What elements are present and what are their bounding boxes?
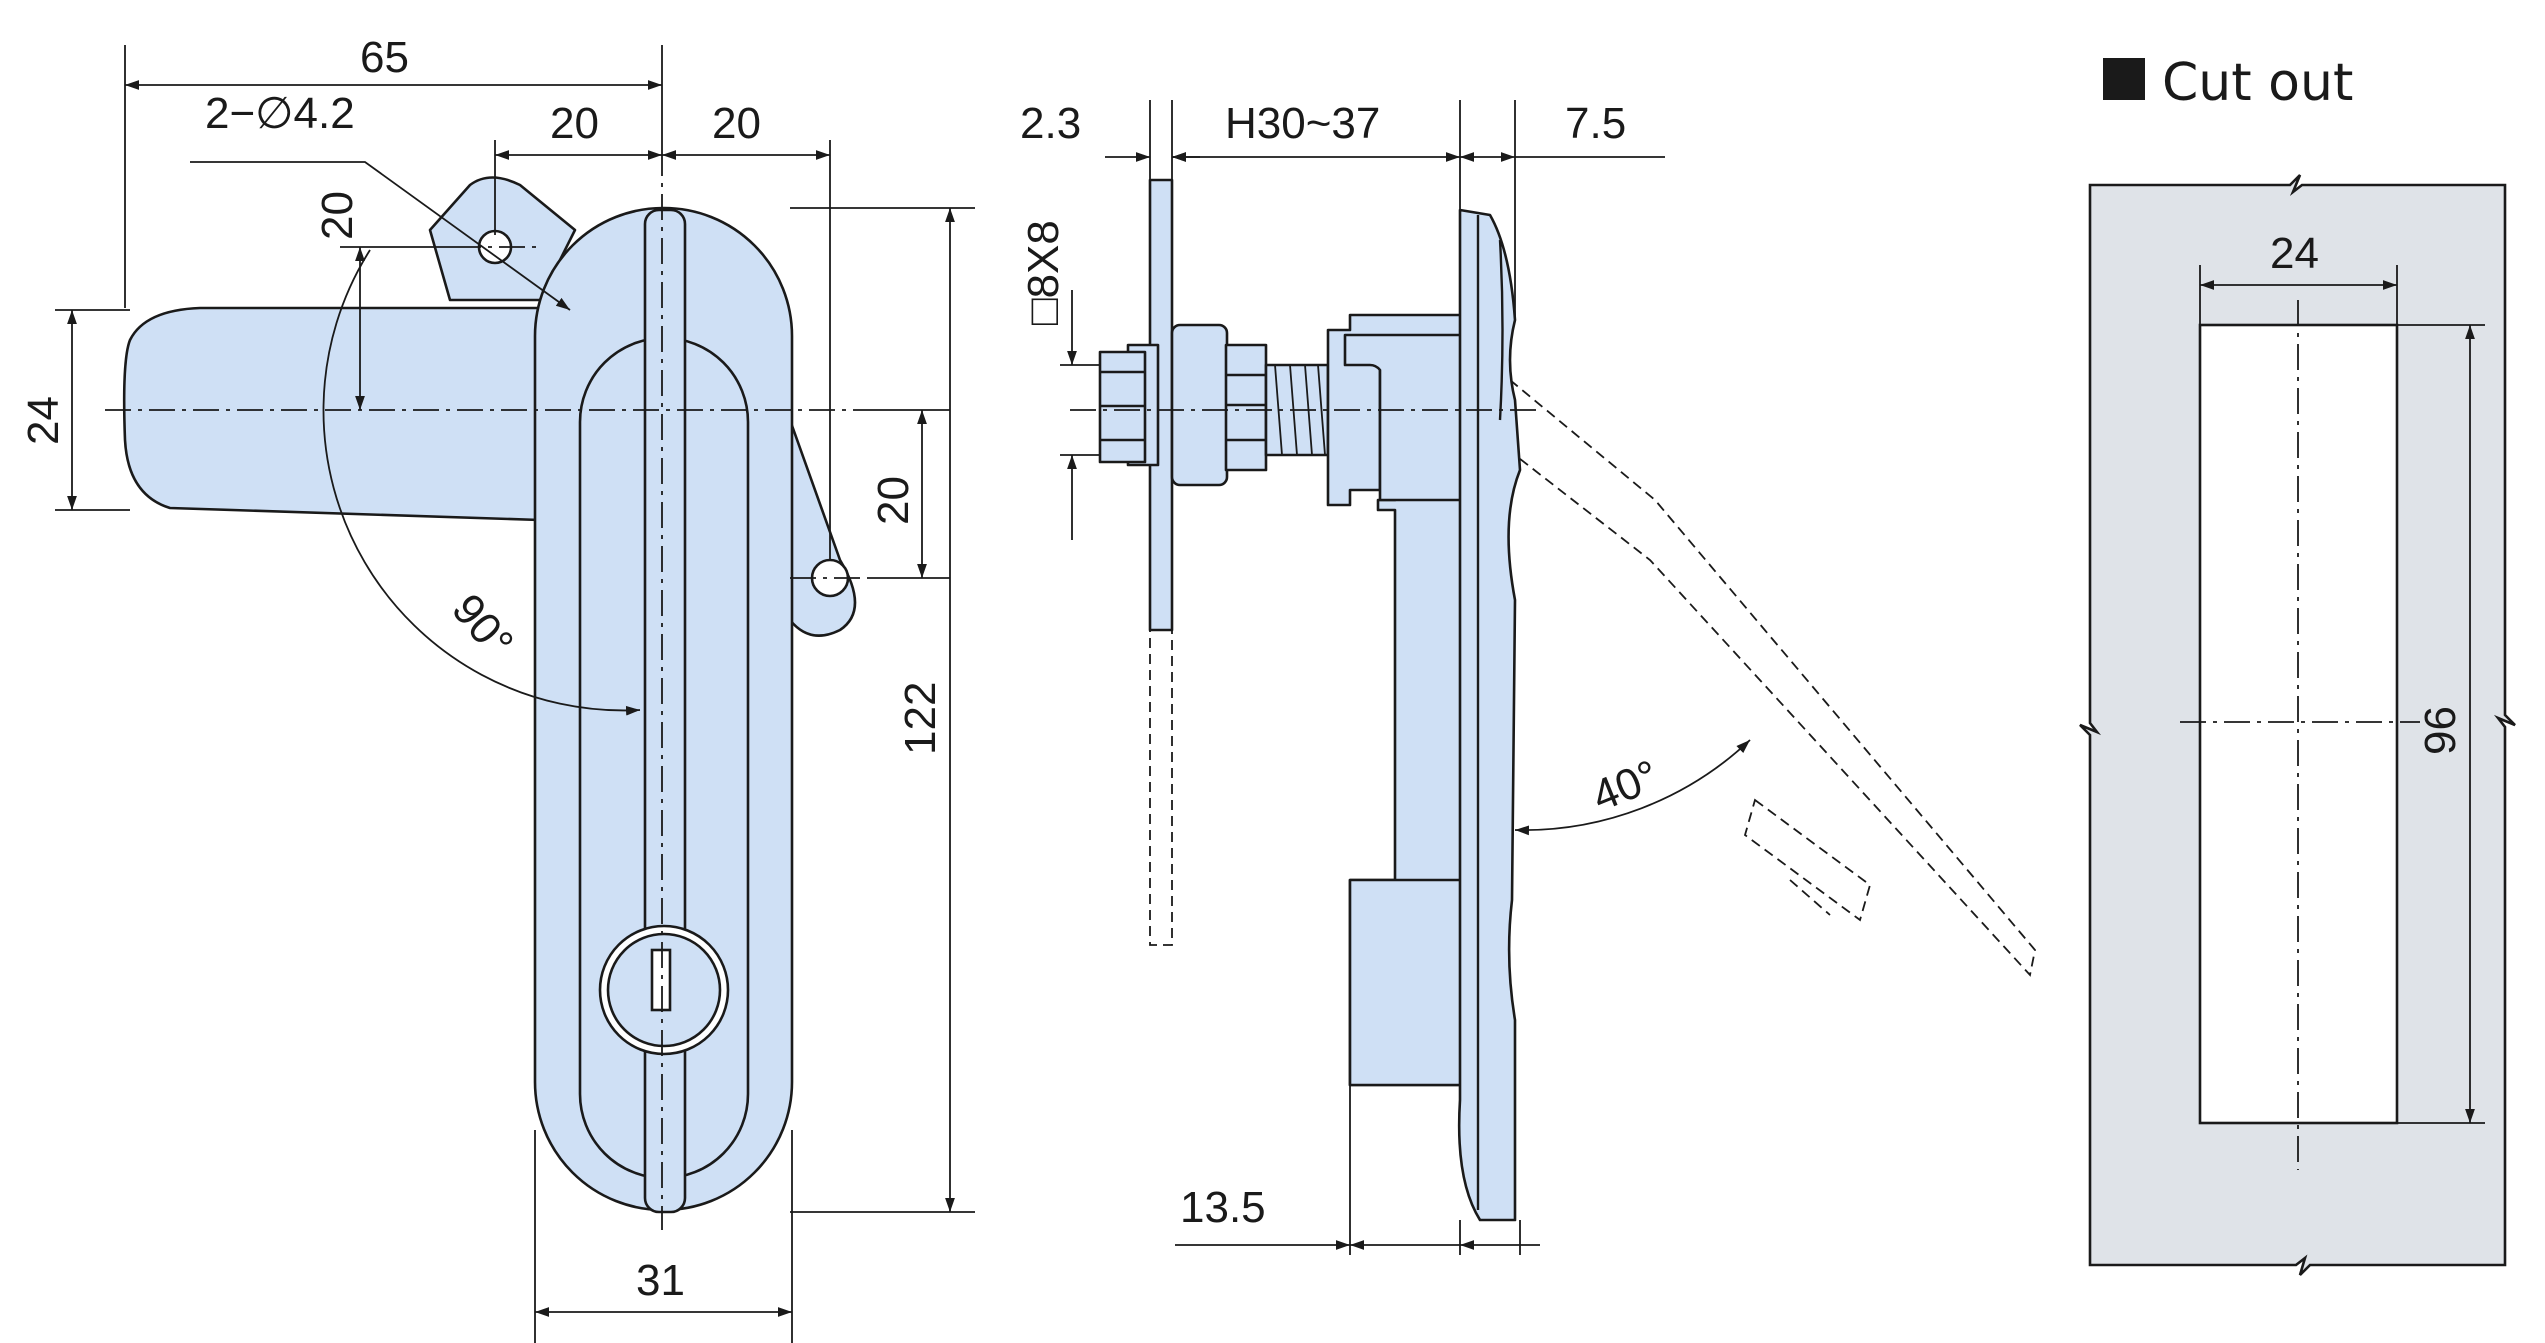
upper-vertical-label: 20 bbox=[313, 191, 362, 240]
base-depth-label: 13.5 bbox=[1180, 1183, 1266, 1232]
lower-mounting-ear bbox=[783, 418, 857, 637]
total-height-label: 122 bbox=[896, 682, 945, 755]
cutout-view: Cut out 24 96 bbox=[2079, 53, 2516, 1276]
hole-spec-label: 2−∅4.2 bbox=[205, 89, 355, 138]
handle-cover bbox=[1457, 208, 1522, 1222]
rotation-angle-label: 90° bbox=[442, 585, 522, 667]
lower-vertical-label: 20 bbox=[869, 476, 918, 525]
panel-range-label: H30~37 bbox=[1225, 99, 1380, 148]
plate-thickness-label: 2.3 bbox=[1020, 99, 1081, 148]
spring-washer bbox=[1170, 323, 1229, 487]
handle-lever bbox=[122, 306, 542, 522]
body-width-label: 31 bbox=[636, 1256, 685, 1305]
square-shaft-label: □8X8 bbox=[1019, 220, 1068, 325]
cutout-title: Cut out bbox=[2162, 53, 2353, 113]
front-depth-label: 7.5 bbox=[1565, 99, 1626, 148]
cutout-width-label: 24 bbox=[2270, 229, 2319, 278]
cutout-height-label: 96 bbox=[2416, 706, 2465, 755]
side-view: 2.3 H30~37 7.5 □8X8 40° 13.5 bbox=[1019, 99, 2036, 1255]
right-offset-label: 20 bbox=[712, 99, 761, 148]
overall-width-label: 65 bbox=[360, 33, 409, 82]
center-rib bbox=[643, 208, 687, 1214]
nut-right bbox=[1224, 343, 1268, 472]
cutout-legend-square bbox=[2103, 58, 2145, 100]
left-offset-label: 20 bbox=[550, 99, 599, 148]
front-view: 90° 65 2−∅4.2 20 20 20 24 20 bbox=[19, 33, 975, 1343]
keyhole bbox=[650, 948, 672, 1012]
handle-height-label: 24 bbox=[19, 396, 68, 445]
open-angle-label: 40° bbox=[1585, 751, 1665, 821]
